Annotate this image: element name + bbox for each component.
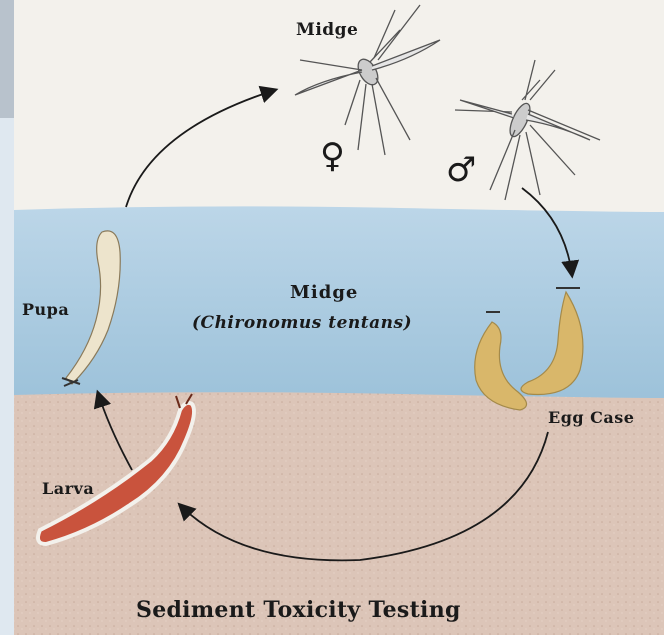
male-symbol-icon: ♂: [446, 150, 476, 190]
arrow-pupa-to-midge: [126, 90, 275, 207]
female-symbol-icon: ♀: [320, 136, 345, 176]
side-bar-lower: [0, 118, 14, 635]
egg-case-label: Egg Case: [548, 408, 634, 427]
midge-adult-label: Midge: [296, 20, 358, 40]
pupa-label: Pupa: [22, 300, 69, 319]
male-midge-icon: [455, 60, 600, 200]
larva-label: Larva: [42, 479, 94, 498]
species-common-name: Midge: [290, 282, 358, 303]
side-bar: [0, 0, 14, 118]
species-scientific-name: (Chironomus tentans): [192, 313, 412, 333]
diagram-title: Sediment Toxicity Testing: [136, 597, 461, 623]
